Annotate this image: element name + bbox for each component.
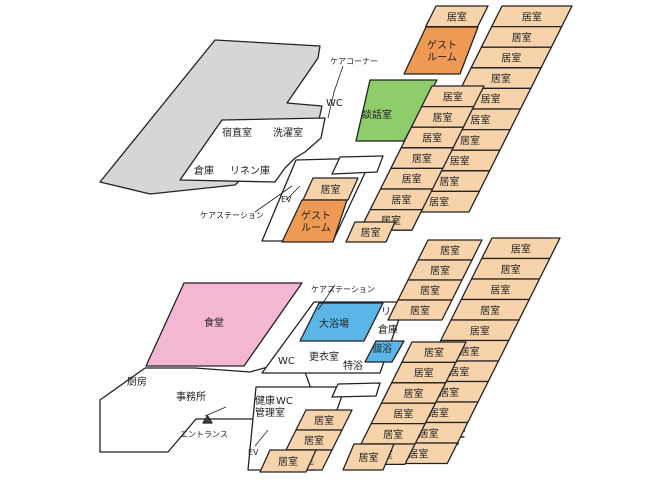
room-2f-outer-4-label: 居室: [491, 72, 511, 85]
callout-ev-1f: EV: [248, 448, 259, 457]
room-2f-outer-8-label: 居室: [450, 155, 470, 168]
room-1f-outer-3-label: 居室: [490, 283, 510, 296]
label-daiyokujo: 大浴場: [319, 317, 349, 330]
room-2f-lower-2: [345, 221, 396, 243]
label-koyoku: 個浴: [372, 342, 392, 355]
floor-1f-koyoku: [364, 340, 405, 363]
room-1f-inner-2-label: 居室: [414, 367, 434, 380]
floor-2f-service-block: [179, 117, 326, 183]
room-2f-inner-4-label: 居室: [412, 152, 432, 165]
leader-lines: [204, 65, 344, 447]
room-1f-outer-1-label: 居室: [511, 242, 531, 255]
callout-care-station-1f: ケアステーション: [311, 285, 375, 294]
label-wc-2f: WC: [326, 98, 343, 109]
room-2f-lower-1-label: 居室: [321, 183, 341, 196]
room-1f-inner-top-3-label: 居室: [420, 284, 440, 297]
guest-room-2f-bottom: [281, 199, 348, 243]
label-souko-2f: 倉庫: [194, 164, 214, 177]
guest-room-2f-bottom-label: ゲストルーム: [301, 210, 331, 234]
floor-1f: 食堂 大浴場 リネン庫 倉庫 個浴 特浴 更衣室 WC 厨房 事務所 健康管理室…: [99, 237, 561, 473]
label-linen-ko-2f: リネン庫: [230, 164, 270, 177]
floor-2f-stairs: [331, 155, 384, 175]
room-1f-outer-6-label: 居室: [460, 345, 480, 358]
room-2f-outer-5-label: 居室: [481, 93, 501, 106]
label-shukuchokushitsu: 宿直室: [222, 126, 252, 139]
room-1f-inner-top-2-label: 居室: [430, 264, 450, 277]
room-1f-lower-left-4: [259, 449, 317, 473]
label-koishitsu: 更衣室: [309, 350, 339, 363]
room-1f-inner-top-4: [387, 299, 453, 321]
room-2f-outer-6-label: 居室: [470, 113, 490, 126]
room-1f-outer-4-label: 居室: [480, 304, 500, 317]
room-1f-lower-mid: [342, 443, 395, 471]
room-1f-inner-1-label: 居室: [424, 346, 444, 359]
room-2f-outer-10-label: 居室: [429, 196, 449, 209]
room-2f-inner-1-label: 居室: [443, 90, 463, 103]
room-2f-outer-9-label: 居室: [439, 175, 459, 188]
room-1f-lower-left-2-label: 居室: [304, 434, 324, 447]
label-souko-1f: 倉庫: [378, 323, 398, 336]
label-wc-1f: WC: [278, 356, 295, 367]
room-2f-inner-6-label: 居室: [391, 193, 411, 206]
room-1f-inner-top-4-label: 居室: [410, 304, 430, 317]
room-2f-inner-2-label: 居室: [433, 111, 453, 124]
callout-entrance: エントランス: [180, 430, 228, 439]
label-kenko-kanrishitsu: 健康管理室: [255, 394, 285, 419]
room-1f-inner-top-1-label: 居室: [440, 244, 460, 257]
room-1f-outer-5-label: 居室: [470, 324, 490, 337]
room-2f-inner-top-1-label: 居室: [447, 10, 467, 23]
callout-care-station-2f: ケアステーション: [200, 211, 264, 220]
label-sentakushitsu: 洗濯室: [273, 126, 303, 139]
room-1f-outer-9-label: 居室: [429, 406, 449, 419]
room-1f-inner-4-label: 居室: [393, 407, 413, 420]
label-tokuyoku: 特浴: [343, 360, 363, 372]
room-1f-outer-8-label: 居室: [439, 386, 459, 399]
room-2f-lower-1: [302, 177, 359, 201]
guest-room-2f-top: [403, 26, 479, 75]
room-1f-lower-left-4-label: 居室: [278, 455, 298, 468]
room-1f-lower-left-1-label: 居室: [314, 414, 334, 427]
label-chubo: 厨房: [127, 375, 147, 388]
room-2f-inner-5-label: 居室: [402, 173, 422, 186]
entrance-marker: [202, 415, 213, 424]
room-2f-lower-2-label: 居室: [361, 226, 381, 239]
label-shokudo: 食堂: [204, 316, 224, 329]
room-2f-inner-3-label: 居室: [422, 132, 442, 145]
floor-1f-daiyokujo: [299, 302, 384, 342]
room-2f-outer-7-label: 居室: [460, 134, 480, 147]
room-1f-lower-mid-label: 居室: [359, 451, 379, 464]
room-1f-outer-11-label: 居室: [408, 447, 428, 460]
callout-care-corner: ケアコーナー: [330, 57, 378, 66]
floor-1f-dining: [145, 282, 303, 367]
room-2f-outer-2-label: 居室: [512, 31, 532, 44]
room-1f-outer-2-label: 居室: [501, 263, 521, 276]
room-2f-outer-3-label: 居室: [501, 52, 521, 65]
floor-1f-rooms: 居室居室居室居室居室居室居室居室居室居室居室居室居室居室居室居室居室居室居室居室…: [259, 237, 561, 473]
floor-2f-rooms: 居室居室居室居室居室居室居室居室居室居室居室ゲストルーム居室居室居室居室居室居室…: [281, 5, 573, 243]
label-danwashitsu: 談話室: [362, 108, 392, 121]
room-1f-outer-10-label: 居室: [419, 427, 439, 440]
floor-1f-stairs: [331, 382, 381, 398]
label-wc2-1f: WC: [276, 396, 293, 407]
room-1f-inner-3-label: 居室: [404, 387, 424, 400]
room-1f-outer-7-label: 居室: [449, 365, 469, 378]
room-2f-outer-1-label: 居室: [522, 10, 542, 23]
room-1f-inner-5-label: 居室: [383, 428, 403, 441]
label-jimusho: 事務所: [176, 390, 206, 403]
floor-2f: 宿直室 洗濯室 倉庫 リネン庫 WC 談話室 ケアコーナー ケアステーション E…: [99, 5, 573, 243]
guest-room-2f-top-label: ゲストルーム: [427, 40, 457, 64]
